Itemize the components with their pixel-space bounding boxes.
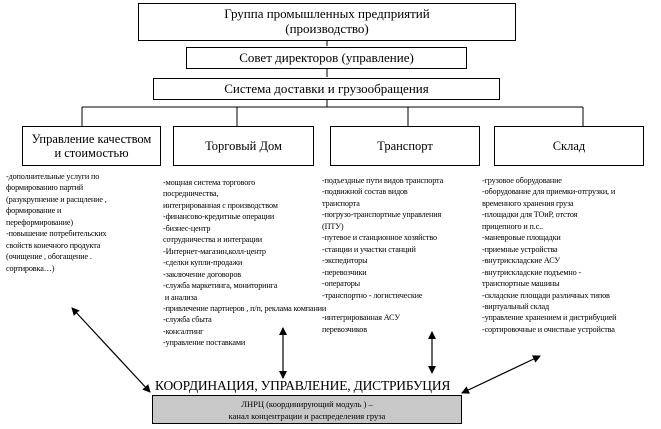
center-module-title: ЛНРЦ (координирующий модуль ) –: [241, 398, 373, 409]
warehouse-items: -грузовое оборудование -оборудование для…: [482, 176, 617, 334]
division-transport-box: Транспорт: [330, 126, 480, 166]
arrow-left-diagonal: [71, 307, 151, 393]
coordination-heading: КООРДИНАЦИЯ, УПРАВЛЕНИЕ, ДИСТРИБУЦИЯ: [155, 378, 451, 393]
division-trade-box: Торговый Дом: [173, 126, 314, 166]
arrow-right-diagonal: [461, 355, 541, 394]
division-warehouse-box: Склад: [494, 126, 644, 166]
delivery-label: Система доставки и грузообращения: [224, 80, 429, 96]
center-module-subtitle: канал концентрации и распределения груза: [228, 410, 386, 421]
division-quality-subtitle: и стоимостью: [54, 146, 129, 160]
board-label: Совет директоров (управление): [239, 49, 414, 65]
division-warehouse-title: Склад: [552, 138, 586, 153]
quality-items: -дополнительные услуги по формированию п…: [6, 172, 107, 273]
division-quality-box: Управление качеством и стоимостью: [22, 126, 161, 166]
transport-items: -подъездные пути видов транспорта -подви…: [322, 176, 444, 334]
division-quality-title: Управление качеством: [31, 131, 152, 146]
group-box: Группа промышленных предприятий (произво…: [138, 3, 516, 41]
delivery-box: Система доставки и грузообращения: [153, 78, 500, 100]
trade-items: -мощная система торгового посредничества…: [163, 178, 327, 348]
division-trade-title: Торговый Дом: [205, 138, 282, 153]
division-transport-title: Транспорт: [377, 138, 433, 153]
board-box: Совет директоров (управление): [186, 47, 467, 69]
group-title: Группа промышленных предприятий: [224, 6, 430, 22]
group-subtitle: (производство): [285, 21, 369, 36]
center-module-box: ЛНРЦ (координирующий модуль ) – канал ко…: [152, 395, 462, 424]
